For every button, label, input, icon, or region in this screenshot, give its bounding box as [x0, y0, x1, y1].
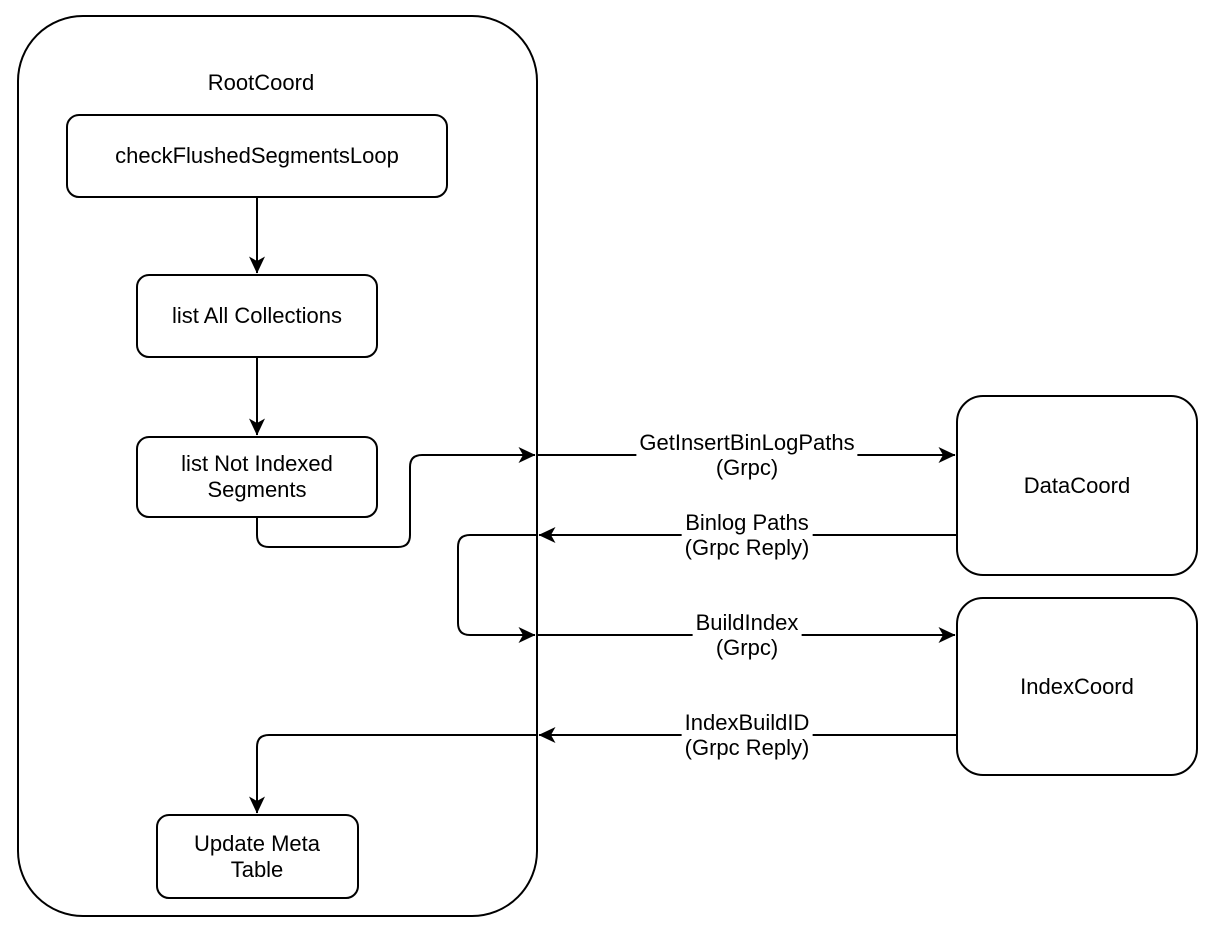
node-list-all-collections — [136, 274, 378, 358]
edge-notindexed-to-border — [256, 447, 536, 548]
edge-reply-to-updatemeta — [249, 734, 537, 814]
node-list-not-indexed-segments — [136, 436, 378, 518]
edge-reply-loop-to-buildindex — [457, 534, 537, 643]
node-index-coord — [956, 597, 1198, 776]
node-data-coord — [956, 395, 1198, 576]
node-update-meta-table — [156, 814, 359, 899]
node-check-flushed-segments-loop — [66, 114, 448, 198]
